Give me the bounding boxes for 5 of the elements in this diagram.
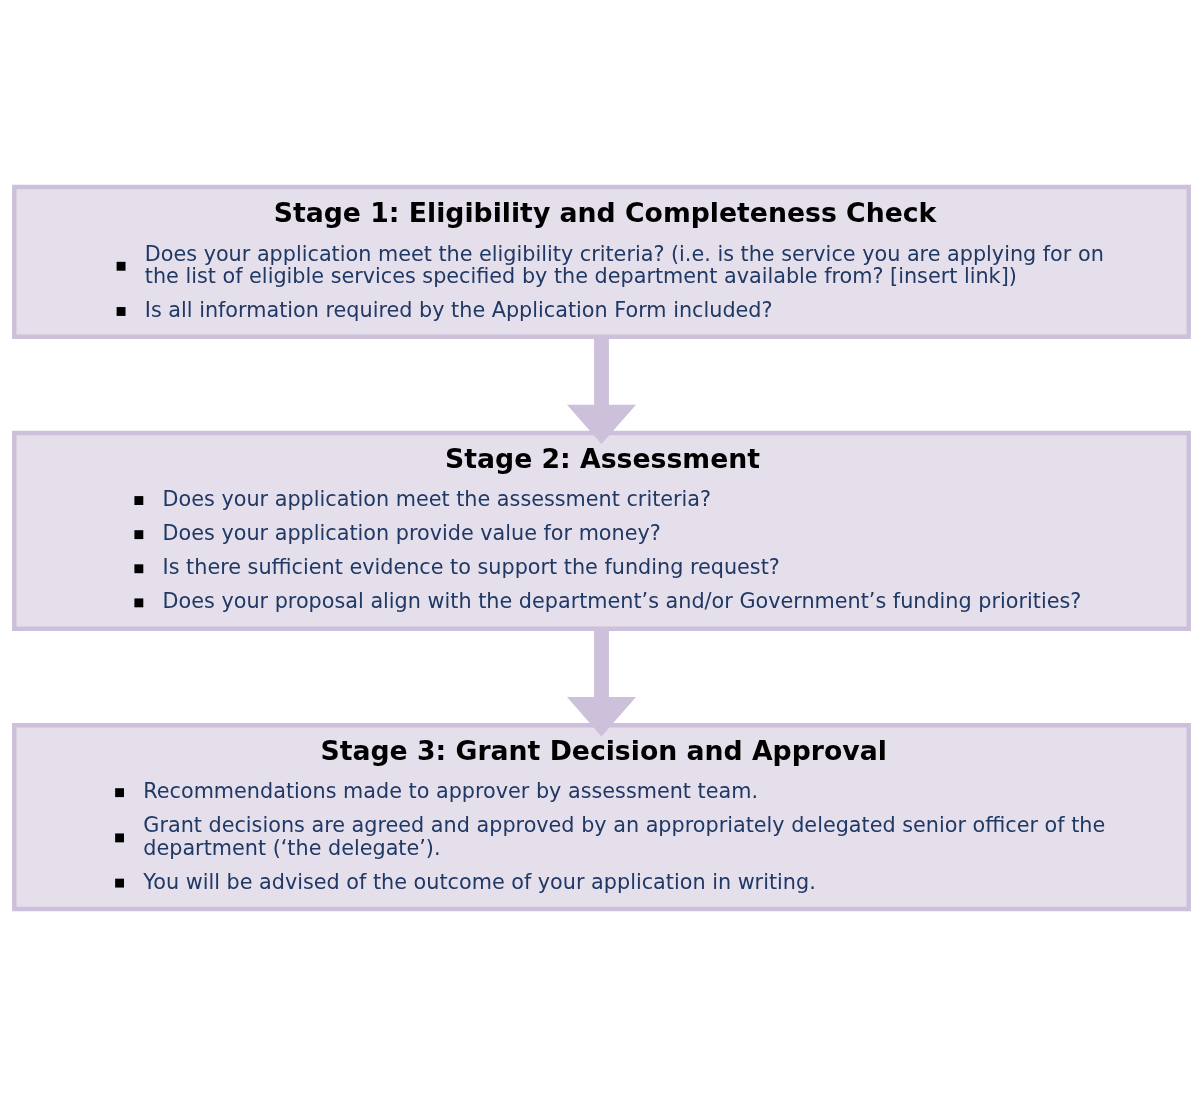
node-box: Stage 3: Grant Decision and Approval Recommendations made to approver by assessment team. Grant decisions are agreed and approved by an appropriately delegated senior officer of the department (‘the delegate’). You will be advised of the outcome of your application in writing. xyxy=(12,722,1191,911)
arrow xyxy=(567,336,636,444)
node-box: Stage 2: Assessment Does your application meet the assessment criteria? Does your application provide value for money? Is there sufficient evidence to support the funding request? Does your proposal align with the department’s and/or Government’s funding priorities? xyxy=(12,430,1191,631)
arrow xyxy=(567,628,636,736)
node-box: Stage 1: Eligibility and Completeness Check Does your application meet the eligibility criteria? (i.e. is the service you are applying for on the list of eligible services specified by the department available from? [insert link]) Is all information required by the Application Form included? xyxy=(12,184,1191,339)
